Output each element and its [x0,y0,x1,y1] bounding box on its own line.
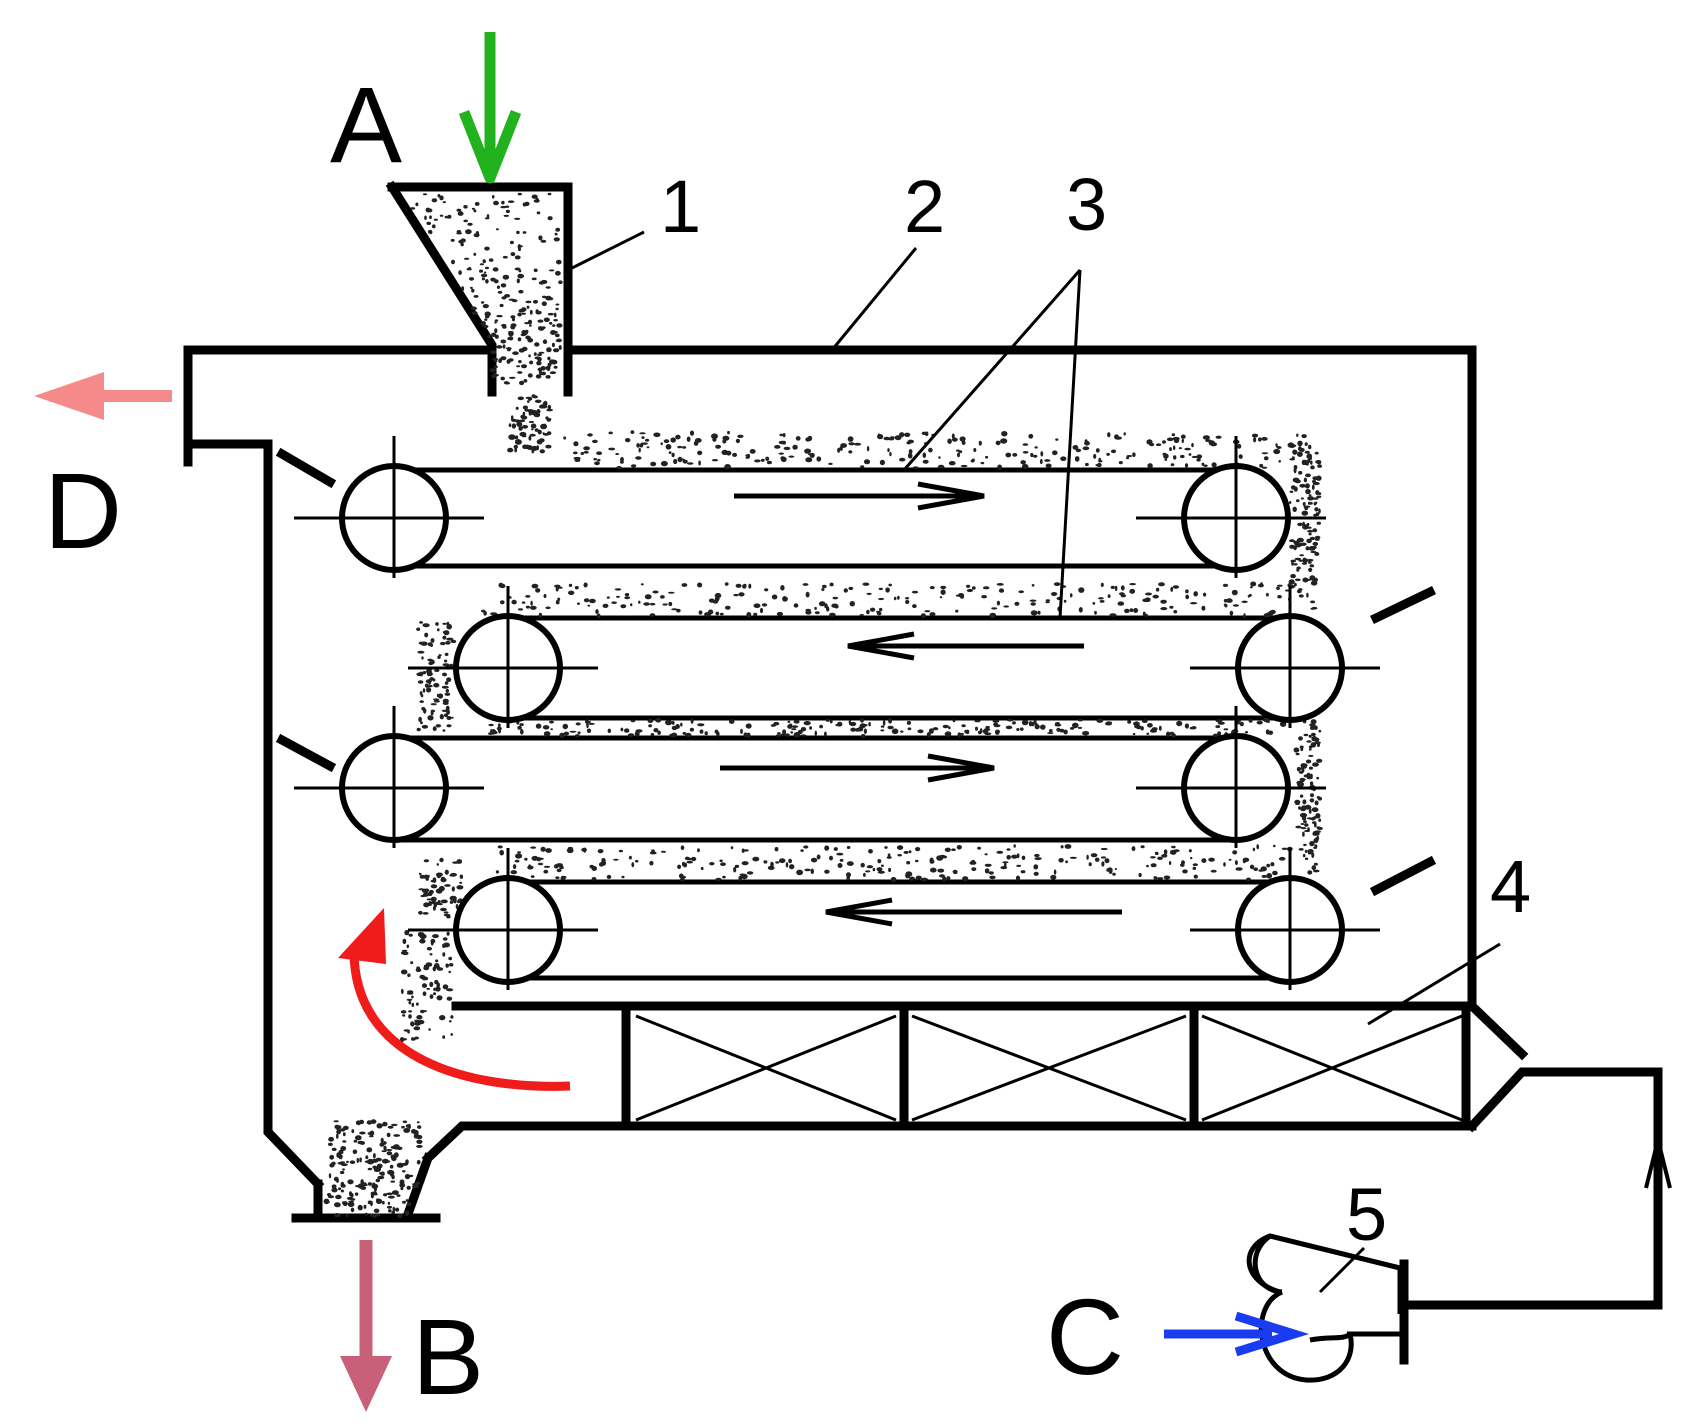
label-feed: A [330,64,402,185]
roller [1136,706,1326,848]
roller [294,706,484,848]
grain-layer [323,394,1323,1219]
hopper-grain [410,192,563,386]
rollers [294,436,1380,990]
belt-2 [508,615,1290,721]
roller [294,436,484,578]
roller [408,848,598,990]
leader-lines [571,230,1501,1294]
hot-air-arrow [338,908,571,1091]
air-inlet-arrow [1164,1311,1310,1357]
product-arrow [340,1240,392,1412]
roller [1136,436,1326,578]
label-exhaust: D [44,450,122,571]
conveyor-belts [392,467,1290,981]
air-heater [621,1005,1471,1131]
roller [408,586,598,728]
part-number-3: 3 [1066,163,1107,246]
label-product: B [412,1296,484,1417]
roller [1190,848,1380,990]
part-number-2: 2 [904,165,945,248]
belt-4 [508,879,1290,981]
guide-plates [275,447,1437,897]
fan [1246,1139,1672,1383]
part-number-5: 5 [1346,1173,1387,1256]
part-number-4: 4 [1490,845,1531,928]
feed-hopper [385,180,573,397]
part-number-1: 1 [660,165,701,248]
exhaust-arrow [34,372,172,420]
belt-3 [392,735,1236,843]
label-air-inlet: C [1046,1276,1124,1397]
feed-arrow [458,32,522,184]
belt-1 [392,467,1236,569]
roller [1190,586,1380,728]
belt-direction-arrows [720,481,1122,927]
